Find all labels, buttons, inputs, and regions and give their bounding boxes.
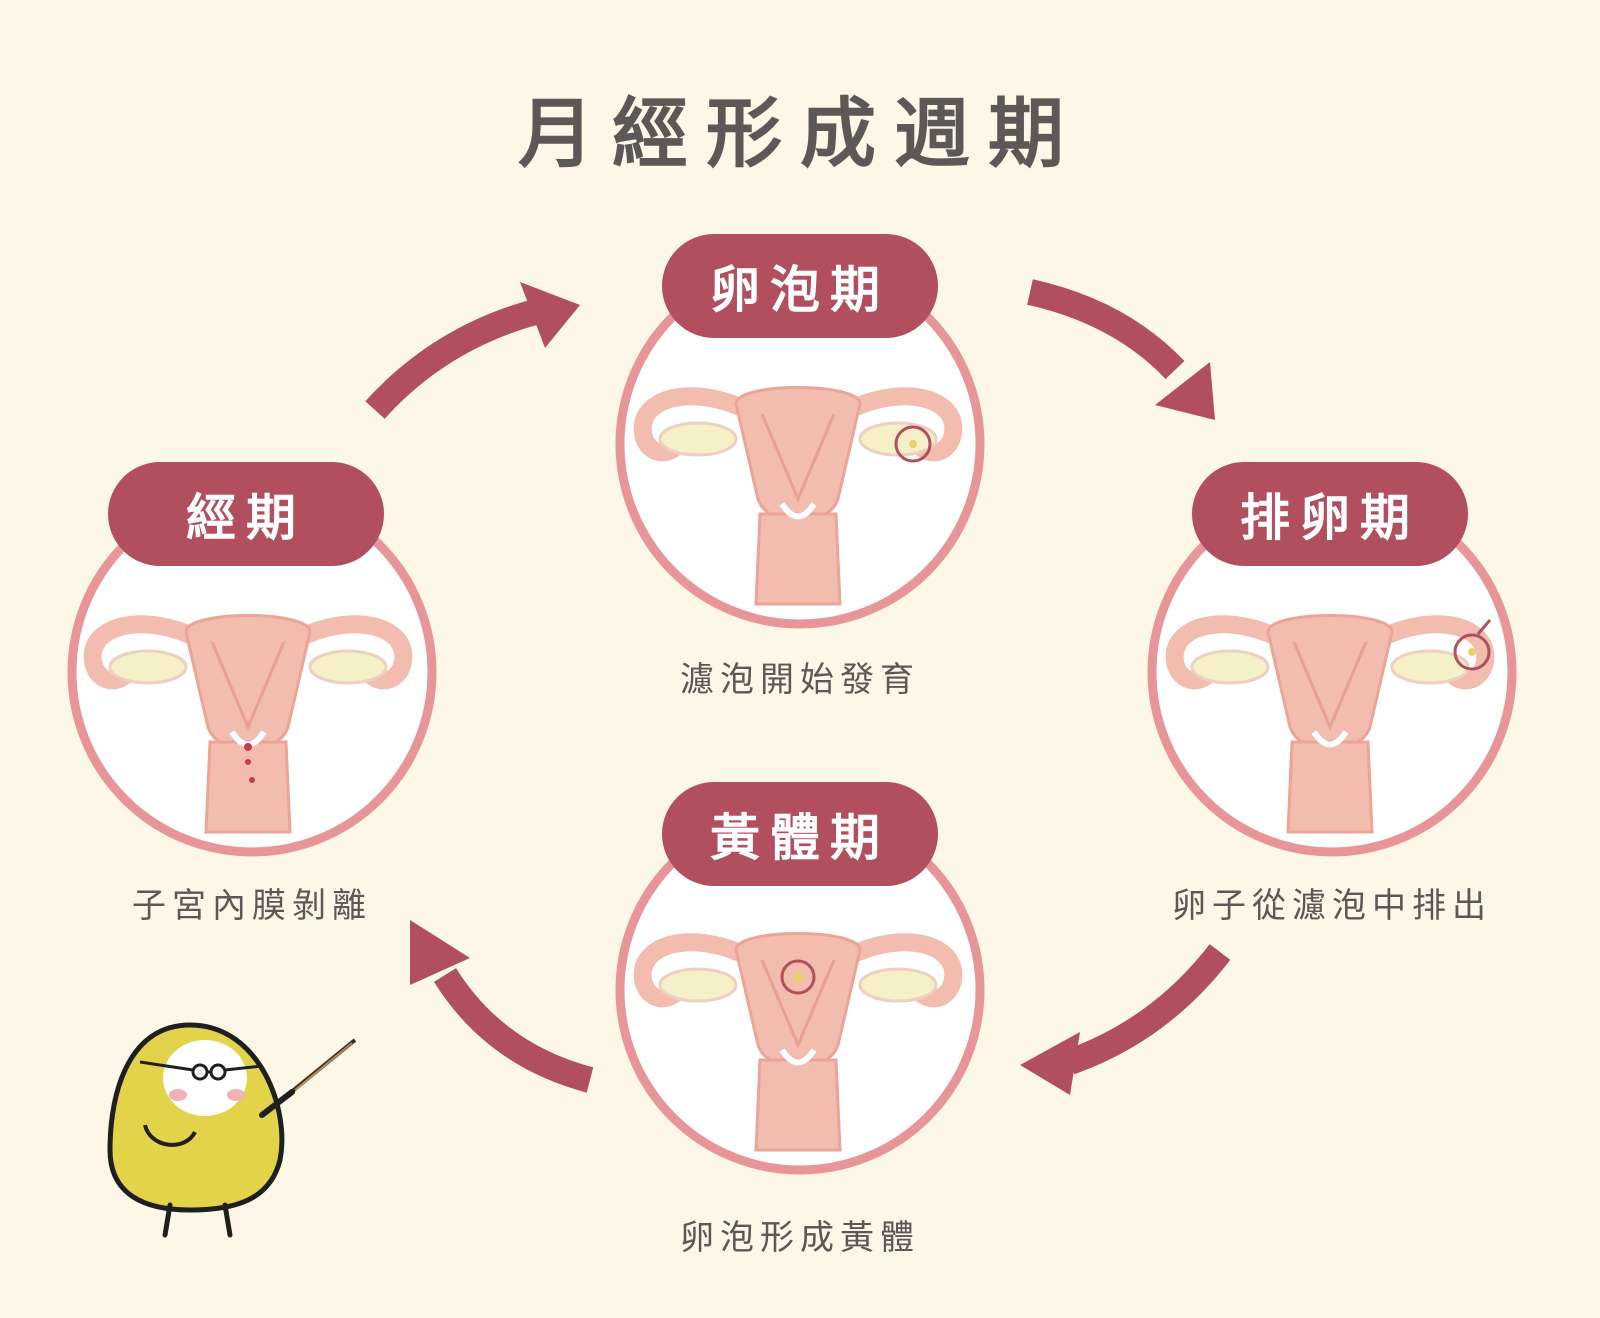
arrow-luteal-to-menstrual xyxy=(410,920,594,1093)
arrow-follicular-to-ovulation xyxy=(1027,279,1215,420)
stage-label-luteal: 黃體期 xyxy=(662,782,938,886)
stage-label-follicular: 卵泡期 xyxy=(662,234,938,338)
stage-caption-follicular: 濾泡開始發育 xyxy=(680,660,920,700)
uterus-ovulation-icon xyxy=(1175,616,1490,833)
uterus-shedding-icon xyxy=(93,616,404,833)
page-title: 月經形成週期 xyxy=(518,89,1082,178)
stage-caption-ovulation: 卵子從濾泡中排出 xyxy=(1172,886,1492,926)
stage-caption-luteal: 卵泡形成黃體 xyxy=(680,1218,920,1258)
stage-caption-menstrual: 子宮內膜剝離 xyxy=(132,886,372,926)
arrow-menstrual-to-follicular xyxy=(365,282,580,419)
arrow-ovulation-to-luteal xyxy=(1020,944,1231,1095)
stage-label-menstrual: 經期 xyxy=(108,462,384,566)
uterus-corpus-luteum-icon xyxy=(643,934,954,1151)
egg-teacher-mascot-icon xyxy=(107,1022,357,1238)
stage-label-ovulation: 排卵期 xyxy=(1192,462,1468,566)
uterus-follicle-icon xyxy=(643,388,954,605)
